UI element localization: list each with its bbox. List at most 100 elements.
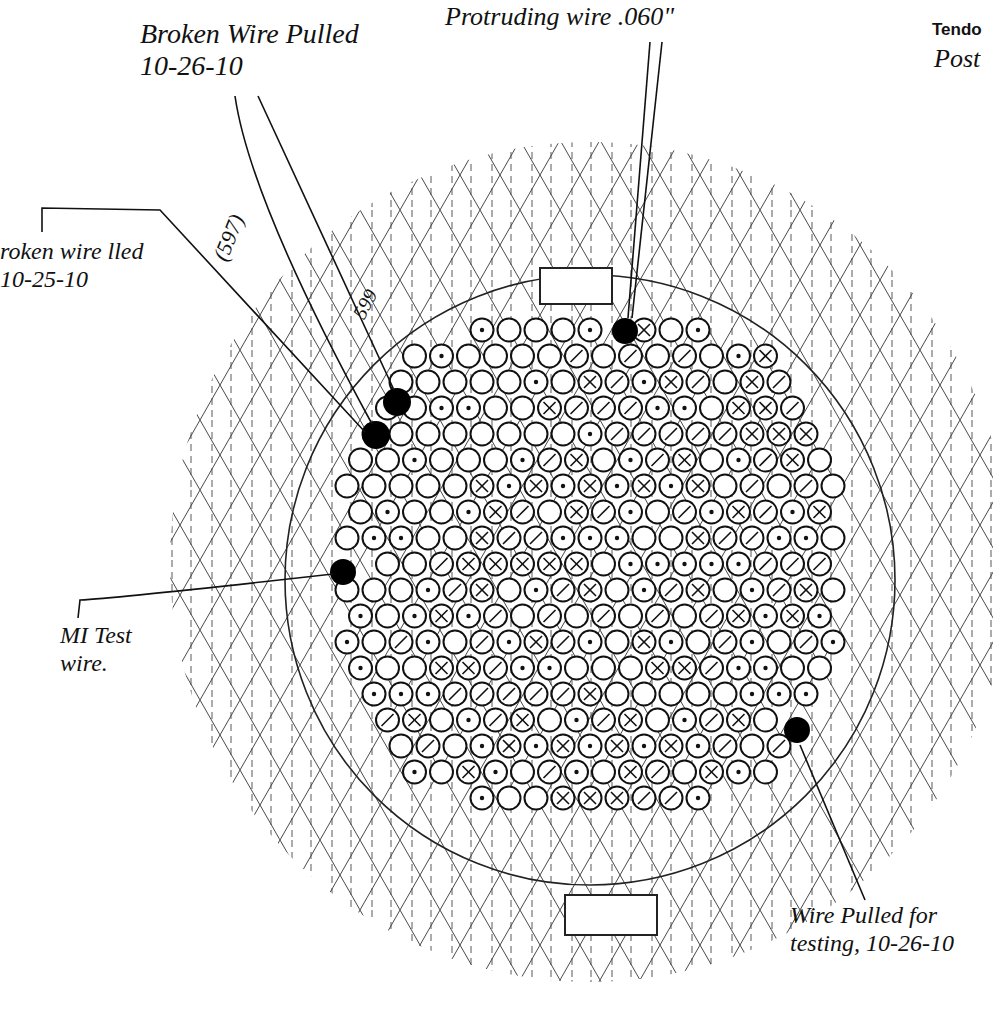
wire-cross	[760, 402, 772, 414]
wire-circle	[525, 631, 548, 654]
wire-end	[633, 423, 656, 446]
wire-circle	[795, 631, 818, 654]
wire-end	[579, 631, 602, 654]
wire-circle	[579, 423, 602, 446]
wire-end	[592, 449, 615, 472]
wire-circle	[619, 709, 642, 732]
wire-end	[579, 319, 602, 342]
wire-end	[538, 449, 561, 472]
wire-circle	[511, 761, 534, 784]
wire-end	[633, 527, 656, 550]
wire-end	[511, 605, 534, 628]
wire-end	[498, 527, 521, 550]
wire-circle	[376, 501, 399, 524]
wire-slash	[746, 428, 758, 440]
wire-circle	[417, 631, 440, 654]
wire-end	[619, 709, 642, 732]
wire-end	[795, 527, 818, 550]
wire-center-dot	[426, 588, 430, 592]
wire-cross	[476, 480, 488, 492]
wire-circle	[349, 657, 372, 680]
wire-circle	[390, 735, 413, 758]
wire-slash	[490, 662, 502, 674]
wire-cross	[544, 402, 556, 414]
wire-center-dot	[480, 744, 484, 748]
wire-center-dot	[615, 536, 619, 540]
wire-circle	[525, 735, 548, 758]
wire-end	[592, 761, 615, 784]
wire-center-dot	[709, 510, 713, 514]
wire-circle	[741, 527, 764, 550]
wire-center-dot	[669, 640, 673, 644]
wire-end	[363, 527, 386, 550]
wire-slash	[692, 532, 704, 544]
wire-cross	[436, 662, 448, 674]
wire-end	[673, 397, 696, 420]
wire-center-dot	[750, 640, 754, 644]
wire-circle	[525, 683, 548, 706]
wire-end	[754, 761, 777, 784]
wire-center-dot	[682, 718, 686, 722]
wire-center-dot	[817, 614, 821, 618]
wire-circle	[579, 319, 602, 342]
wire-cross	[584, 792, 596, 804]
wire-circle	[673, 709, 696, 732]
wire-end	[768, 527, 791, 550]
wire-circle	[417, 579, 440, 602]
wire-end	[457, 553, 480, 576]
wire-circle	[633, 475, 656, 498]
wire-slash	[503, 688, 515, 700]
wire-end	[754, 501, 777, 524]
protruding-wire-dot	[612, 318, 638, 344]
wire-slash	[679, 662, 691, 674]
wire-end	[484, 345, 507, 368]
wire-circle	[808, 657, 831, 680]
wire-circle	[376, 709, 399, 732]
wire-end	[579, 475, 602, 498]
wire-center-dot	[669, 484, 673, 488]
wire-circle	[417, 683, 440, 706]
wire-slash	[584, 688, 596, 700]
wire-end	[673, 501, 696, 524]
wire-slash	[584, 792, 596, 804]
wire-end	[363, 683, 386, 706]
wire-end	[457, 709, 480, 732]
wire-end	[579, 423, 602, 446]
wire-circle	[781, 501, 804, 524]
wire-slash	[571, 402, 583, 414]
wire-center-dot	[736, 666, 740, 670]
wire-circle	[808, 553, 831, 576]
wire-end	[403, 761, 426, 784]
wire-end	[363, 631, 386, 654]
wire-end	[673, 449, 696, 472]
wire-circle	[633, 579, 656, 602]
wire-center-dot	[655, 406, 659, 410]
wire-circle	[606, 527, 629, 550]
wire-center-dot	[628, 510, 632, 514]
wire-circle	[444, 371, 467, 394]
wire-end	[430, 761, 453, 784]
wire-center-dot	[628, 458, 632, 462]
wire-slash	[692, 584, 704, 596]
wire-slash	[598, 610, 610, 622]
wire-end	[714, 631, 737, 654]
wire-end	[808, 449, 831, 472]
wire-slash	[476, 636, 488, 648]
wire-end	[660, 371, 683, 394]
wire-slash	[692, 480, 704, 492]
wire-circle	[727, 397, 750, 420]
wire-circle	[687, 475, 710, 498]
wire-circle	[606, 475, 629, 498]
wire-end	[552, 735, 575, 758]
wire-circle	[336, 631, 359, 654]
wire-end	[417, 527, 440, 550]
wire-slash	[530, 636, 542, 648]
wire-circle	[565, 709, 588, 732]
wire-end	[768, 475, 791, 498]
wire-slash	[800, 480, 812, 492]
wire-circle	[592, 709, 615, 732]
wire-circle	[565, 397, 588, 420]
wire-end	[511, 449, 534, 472]
wire-cross	[814, 506, 826, 518]
wire-circle	[741, 579, 764, 602]
